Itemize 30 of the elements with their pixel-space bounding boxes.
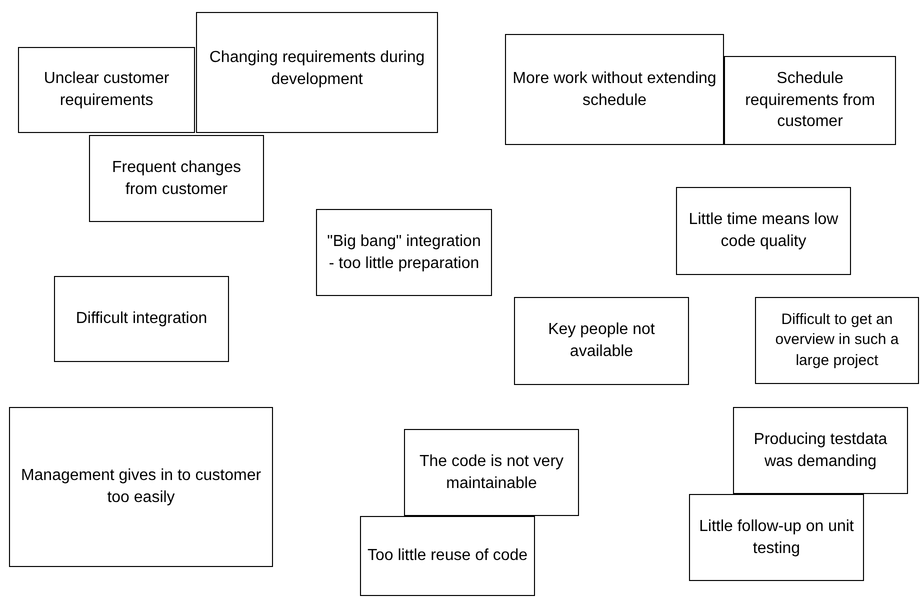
cause-box (54, 276, 229, 362)
cause-box (9, 407, 273, 567)
cause-text: Management gives in to customer too easily (20, 466, 262, 508)
cause-text: Difficult integration (76, 309, 208, 330)
cause-box (505, 34, 724, 145)
cause-text: Too little reuse of code (367, 546, 528, 566)
cause-text: Unclear customer requirements (42, 69, 170, 111)
cause-box (404, 429, 579, 516)
cause-text: The code is not very maintainable (418, 452, 565, 494)
cause-text: Little time means low code quality (688, 210, 840, 252)
cause-box (196, 12, 438, 133)
cause-box (360, 516, 535, 596)
cause-text: "Big bang" integration - too little preparation (326, 232, 482, 274)
cause-text: Difficult to get an overview in such a large project (774, 310, 900, 371)
cause-box (689, 494, 864, 581)
cause-box (316, 209, 492, 296)
cause-text: Producing testdata was demanding (752, 430, 888, 472)
cause-box (733, 407, 908, 494)
cause-text: Key people not available (547, 320, 656, 362)
cause-text: Frequent changes from customer (111, 158, 242, 200)
cause-box (755, 297, 919, 384)
cause-text: Schedule requirements from customer (744, 69, 876, 132)
cause-text: Little follow-up on unit testing (698, 516, 855, 558)
cause-box (89, 135, 264, 222)
cause-box (18, 47, 195, 133)
cause-box (724, 56, 896, 145)
cause-box (514, 297, 689, 385)
cause-text: More work without extending schedule (512, 68, 717, 110)
cause-text: Changing requirements during development (208, 48, 426, 90)
cause-box (676, 187, 851, 275)
